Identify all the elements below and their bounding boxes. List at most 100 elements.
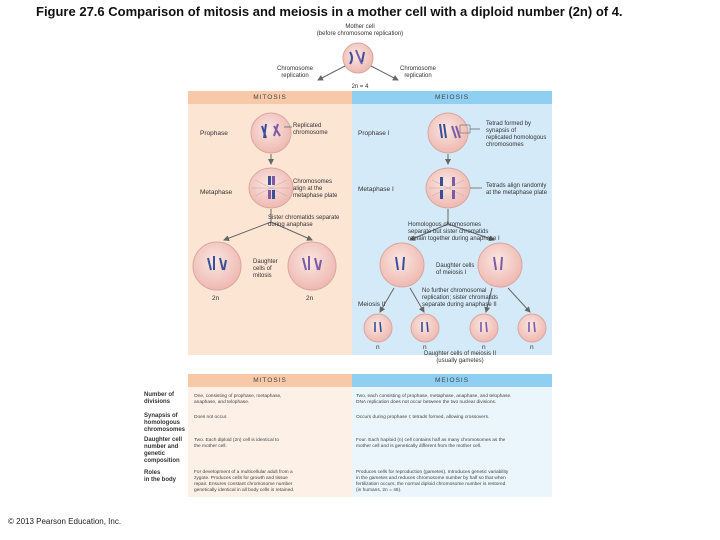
row2-mit-line1: Does not occur. — [194, 415, 228, 420]
tetrad-line4: chromosomes — [486, 142, 524, 148]
table-mitosis-header: MITOSIS — [253, 377, 287, 384]
table-cell-meiosis: Occurs during prophase I; tetrads formed… — [356, 415, 550, 421]
table-mitosis-column — [188, 387, 352, 497]
mitosis-metaphase-label: Metaphase — [200, 189, 233, 196]
mitosis-prophase-cell — [250, 112, 292, 154]
table-cell-meiosis: Produces cells for reproduction (gametes… — [356, 470, 550, 494]
row4-mei-line2: in the gametes and reduces chromosome nu… — [356, 476, 506, 481]
table-cell-mitosis: One, consisting of prophase, metaphase, … — [194, 394, 348, 406]
meiosis1-daughter-cell-right — [477, 242, 523, 288]
row1-label-line2: divisions — [144, 399, 171, 405]
table-cell-meiosis: Two, each consisting of prophase, metaph… — [356, 394, 550, 406]
meiosis-prophase-cell — [427, 112, 469, 154]
mitosis-prophase-label: Prophase — [200, 130, 228, 137]
table-cell-mitosis: For development of a multicellular adult… — [194, 470, 348, 494]
arrow-mei-right — [447, 223, 495, 242]
row1-mei-line1: Two, each consisting of prophase, metaph… — [356, 394, 512, 399]
mother-cell-label-line1: Mother cell — [345, 24, 375, 30]
arrow-mit-right — [270, 221, 313, 241]
table-mitosis-header-bar: MITOSIS — [188, 374, 352, 387]
table-meiosis-header-bar: MEIOSIS — [352, 374, 552, 387]
no-replication-label: No further chromosomal replication; sist… — [422, 288, 498, 309]
replication-left-line1: Chromosome — [276, 66, 313, 72]
row1-mit-line2: anaphase, and telophase. — [194, 400, 250, 405]
arrow-mei2-b — [409, 287, 425, 313]
row2-label-line1: Synapsis of — [144, 413, 178, 419]
row1-mit-line1: One, consisting of prophase, metaphase, — [194, 394, 282, 399]
no-rep-line2: replication; sister chromatids — [422, 295, 499, 301]
row3-mit-line2: the mother cell. — [194, 444, 227, 449]
row2-label-line3: chromosomes — [144, 427, 186, 433]
mother-cell-label: Mother cell (before chromosome replicati… — [300, 24, 420, 38]
replicated-line2: chromosome — [293, 130, 328, 136]
mei1-daughter-line1: Daughter cells — [436, 263, 475, 269]
homologous-separate-label: Homologous chromosomes separate but sist… — [408, 222, 500, 243]
meiosis2-daughter-cell-4 — [517, 313, 547, 343]
tetrads-align-label: Tetrads align randomly at the metaphase … — [486, 183, 547, 197]
row4-mit-line3: repair. Ensures constant chromosome numb… — [194, 482, 293, 487]
mitosis-header-bar: MITOSIS — [188, 91, 352, 104]
row4-mit-line2: zygote. Produces cells for growth and ti… — [194, 476, 288, 481]
row1-mei-line2: DNA replication does not occur between t… — [356, 400, 497, 405]
row2-mei-line1: Occurs during prophase I; tetrads formed… — [356, 415, 490, 420]
mitosis-header: MITOSIS — [253, 94, 287, 101]
meiosis-metaphase-cell — [425, 167, 471, 209]
haploid-label-3: n — [482, 344, 486, 351]
align-line1: Chromosomes — [293, 179, 333, 185]
tetrads-align-line2: at the metaphase plate — [486, 190, 548, 196]
mit-daughter-line2: cells of — [253, 266, 272, 272]
mei2-daughter-line1: Daughter cells of meiosis II — [423, 351, 497, 357]
replicated-chromosome-label: Replicated chromosome — [293, 123, 328, 137]
mother-cell-label-line2: (before chromosome replication) — [316, 31, 404, 37]
align-line3: metaphase plate — [293, 193, 338, 199]
replication-right-line2: replication — [404, 73, 432, 79]
replication-label-right: Chromosome replication — [393, 66, 443, 80]
homologous-line1: Homologous chromosomes — [408, 222, 482, 228]
row4-label-line1: Roles — [144, 470, 161, 476]
no-rep-line3: separate during anaphase II — [422, 302, 497, 308]
row3-label-line2: number and — [144, 444, 179, 450]
meiosis2-label: Meiosis II — [358, 301, 386, 308]
table-cell-meiosis: Four. Each haploid (n) cell contains hal… — [356, 438, 550, 450]
meiosis2-daughter-cell-1 — [363, 313, 393, 343]
haploid-label-1: n — [376, 344, 380, 351]
row1-label-line1: Number of — [144, 392, 174, 398]
table-row-label: Number of divisions — [144, 392, 174, 406]
row2-label-line2: homologous — [144, 420, 180, 426]
homologous-line2: separate but sister chromatids — [408, 229, 489, 235]
align-line2: align at the — [293, 186, 323, 192]
replication-left-line2: replication — [281, 73, 309, 79]
mitosis-daughter-label: Daughter cells of mitosis — [253, 259, 278, 280]
row3-label-line3: genetic — [144, 451, 166, 457]
haploid-label-2: n — [423, 344, 427, 351]
mitosis-daughter-cell-left — [192, 241, 242, 291]
meiosis1-daughter-label: Daughter cells of meiosis I — [436, 263, 474, 277]
row4-label-line2: in the body — [144, 477, 176, 483]
homologous-line3: remain together during anaphase I — [408, 236, 500, 242]
mitosis-metaphase-cell — [248, 167, 294, 209]
mother-cell — [342, 42, 374, 74]
figure-title: Figure 27.6 Comparison of mitosis and me… — [36, 4, 623, 19]
row4-mit-line1: For development of a multicellular adult… — [194, 470, 293, 475]
tetrad-line3: replicated homologous — [486, 135, 547, 141]
row3-mit-line1: Two. Each diploid (2n) cell is identical… — [194, 438, 280, 443]
replication-right-line1: Chromosome — [399, 66, 436, 72]
row4-mei-line1: Produces cells for reproduction (gametes… — [356, 470, 509, 475]
table-meiosis-header: MEIOSIS — [434, 377, 470, 384]
meiosis1-daughter-cell-left — [379, 242, 425, 288]
tetrads-align-line1: Tetrads align randomly — [486, 183, 547, 189]
table-cell-mitosis: Does not occur. — [194, 415, 348, 421]
mitosis-daughter-cell-right — [287, 241, 337, 291]
row3-label-line4: composition — [144, 458, 180, 464]
row3-mei-line1: Four. Each haploid (n) cell contains hal… — [356, 438, 506, 443]
arrow-mei2-d — [507, 287, 531, 313]
mitosis-ploidy-right: 2n — [306, 295, 314, 302]
row4-mit-line4: genetically identical in all body cells … — [194, 488, 295, 493]
chromosomes-align-label: Chromosomes align at the metaphase plate — [293, 179, 337, 200]
arrow-replication-right — [370, 65, 399, 81]
row4-mei-line4: (in humans, 2n = 46). — [356, 488, 402, 493]
meiosis-header-bar: MEIOSIS — [352, 91, 552, 104]
haploid-label-4: n — [530, 344, 534, 351]
meiosis-metaphase-label: Metaphase I — [358, 186, 394, 193]
